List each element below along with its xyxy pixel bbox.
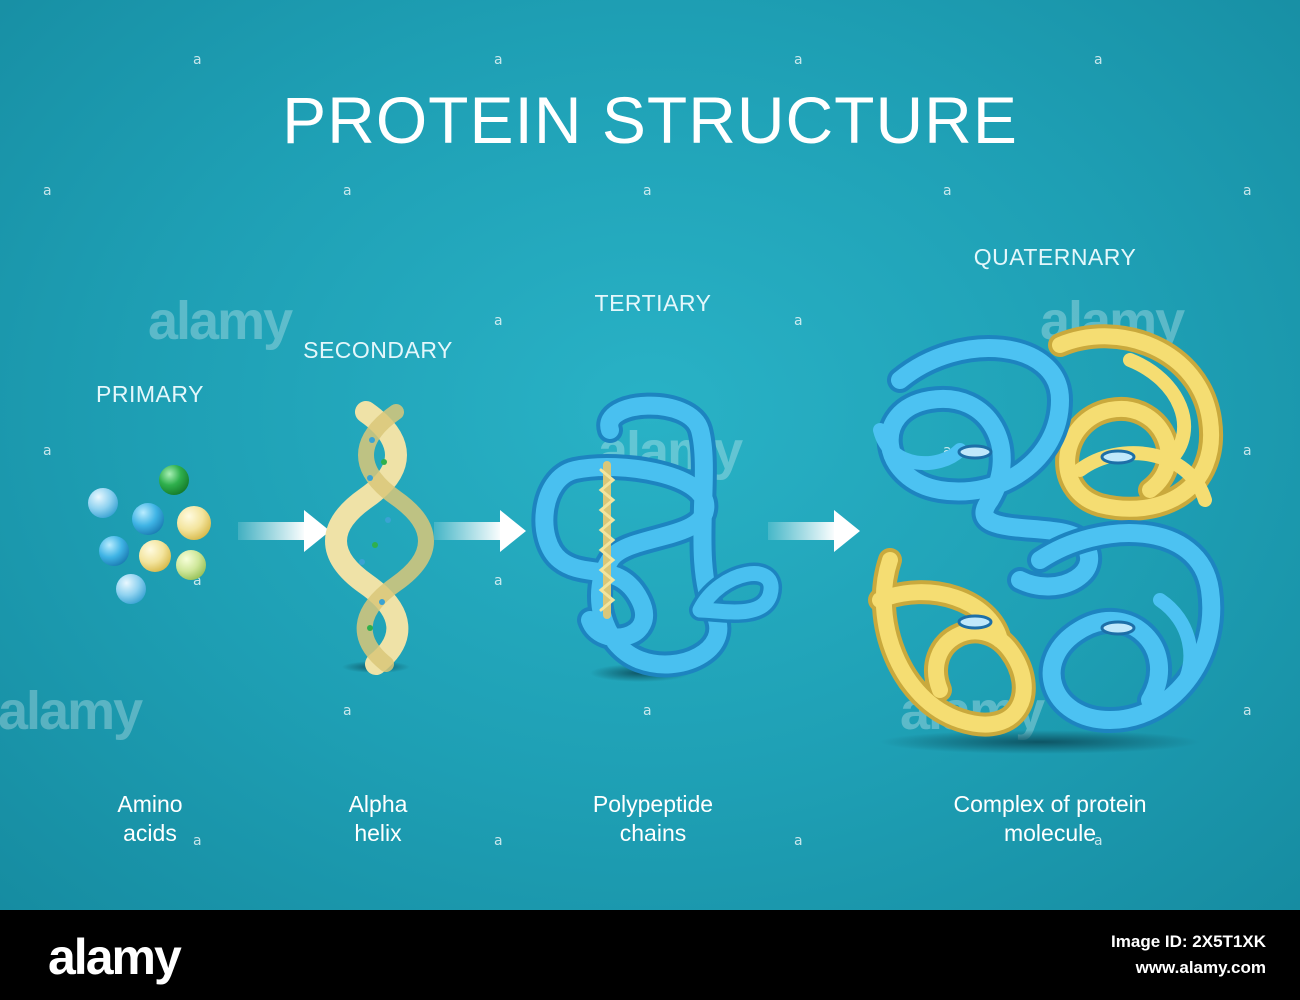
caption-line: Alpha bbox=[348, 791, 408, 817]
site-url: www.alamy.com bbox=[1135, 958, 1266, 977]
amino-acid-ball bbox=[177, 506, 211, 540]
caption-line: chains bbox=[619, 820, 687, 846]
alpha-helix bbox=[325, 401, 434, 675]
amino-acid-ball bbox=[99, 536, 129, 566]
watermark-mark: a bbox=[43, 183, 52, 199]
watermark-mark: a bbox=[494, 52, 503, 68]
watermark-mark: a bbox=[1243, 443, 1252, 459]
arrow-icon bbox=[768, 510, 860, 552]
amino-acid-ball bbox=[139, 540, 171, 572]
amino-acid-ball bbox=[159, 465, 189, 495]
caption-polypeptide-chains: Polypeptide chains bbox=[553, 790, 753, 848]
level-primary-label: PRIMARY bbox=[96, 381, 204, 407]
protein-complex bbox=[868, 324, 1225, 754]
amino-acid-ball bbox=[132, 503, 164, 535]
watermark-brand: alamy bbox=[0, 681, 143, 741]
watermark-mark: a bbox=[343, 703, 352, 719]
amino-acid-ball bbox=[116, 574, 146, 604]
watermark-mark: a bbox=[1243, 703, 1252, 719]
watermark-mark: a bbox=[343, 183, 352, 199]
watermark-mark: a bbox=[794, 313, 803, 329]
protein-illustration bbox=[88, 324, 1225, 754]
watermark-mark: a bbox=[1094, 52, 1103, 68]
watermark-mark: a bbox=[643, 183, 652, 199]
image-id: Image ID: 2X5T1XK bbox=[1111, 932, 1266, 951]
watermark-mark: a bbox=[794, 52, 803, 68]
amino-acid-ball bbox=[176, 550, 206, 580]
watermark-mark: a bbox=[193, 833, 202, 849]
level-quaternary-label: QUATERNARY bbox=[973, 244, 1137, 270]
watermark-mark: a bbox=[193, 573, 202, 589]
caption-line: helix bbox=[354, 820, 402, 846]
page-title: PROTEIN STRUCTURE bbox=[282, 83, 1018, 157]
watermark-mark: a bbox=[494, 573, 503, 589]
caption-line: Polypeptide bbox=[592, 791, 714, 817]
watermark-mark: a bbox=[1243, 183, 1252, 199]
caption-line: Amino bbox=[117, 791, 183, 817]
caption-line: acids bbox=[123, 820, 177, 846]
amino-acids bbox=[88, 465, 211, 604]
tertiary-fold bbox=[531, 392, 783, 682]
level-secondary-label: SECONDARY bbox=[303, 337, 453, 363]
poster: a a a a a a a a a a a a a a a a a a a a … bbox=[0, 0, 1300, 910]
level-tertiary-label: TERTIARY bbox=[594, 290, 712, 316]
amino-acid-ball bbox=[88, 488, 118, 518]
caption-amino-acids: Amino acids bbox=[70, 790, 230, 848]
footer-bar bbox=[0, 910, 1300, 1000]
watermark-mark: a bbox=[494, 833, 503, 849]
arrow-icon bbox=[238, 510, 330, 552]
watermark-mark: a bbox=[494, 313, 503, 329]
caption-line: Complex of protein bbox=[953, 791, 1147, 817]
watermark-mark: a bbox=[1094, 833, 1103, 849]
watermark-mark: a bbox=[193, 52, 202, 68]
caption-line: molecule bbox=[1003, 820, 1097, 846]
watermark-mark: a bbox=[794, 833, 803, 849]
watermark-mark: a bbox=[43, 443, 52, 459]
alamy-logo: alamy bbox=[48, 929, 182, 985]
caption-protein-complex: Complex of protein molecule bbox=[910, 790, 1190, 848]
caption-alpha-helix: Alpha helix bbox=[298, 790, 458, 848]
watermark-mark: a bbox=[943, 183, 952, 199]
arrow-icon bbox=[434, 510, 526, 552]
watermark-brand: alamy bbox=[148, 291, 293, 351]
watermark-mark: a bbox=[643, 703, 652, 719]
